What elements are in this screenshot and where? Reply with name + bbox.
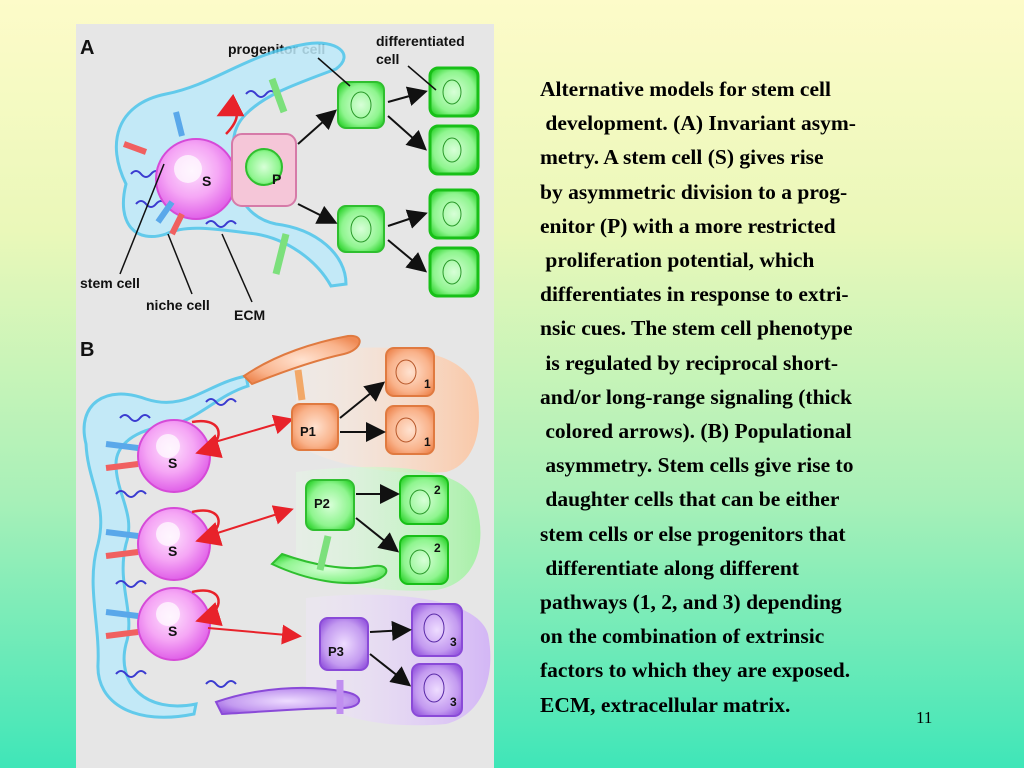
lineage-3-label: 3 xyxy=(450,695,457,709)
short-range-signals-b xyxy=(105,441,139,639)
wavy-signals-b xyxy=(115,398,237,688)
intermediate-cell xyxy=(337,81,385,129)
p3-label: P3 xyxy=(328,644,344,659)
blue-signal-arrow xyxy=(155,200,175,224)
caption-line: proliferation potential, which xyxy=(540,248,815,273)
green-signal-arrow xyxy=(268,77,288,114)
red-signal-arrow xyxy=(122,141,148,155)
caption-line: asymmetry. Stem cells give rise to xyxy=(540,453,854,478)
caption-line: and/or long-range signaling (thick xyxy=(540,384,853,409)
progenitor-p-label: P xyxy=(272,171,281,187)
wavy-signal xyxy=(245,90,277,98)
lineage-3-label: 3 xyxy=(450,635,457,649)
caption-line: by asymmetric division to a prog- xyxy=(540,179,848,204)
caption-line: colored arrows). (B) Populational xyxy=(540,419,852,444)
lineage-2-label: 2 xyxy=(434,541,441,555)
progenitor-p1 xyxy=(291,403,339,451)
red-curved-arrow xyxy=(216,93,245,135)
caption-line: stem cells or else progenitors that xyxy=(540,521,846,546)
caption-line: pathways (1, 2, and 3) depending xyxy=(540,590,842,615)
panel-a-label: A xyxy=(80,37,94,59)
green-signal-arrow xyxy=(316,535,332,571)
caption-line: on the combination of extrinsic xyxy=(540,624,825,649)
differentiated-cells-purple xyxy=(411,603,463,717)
wavy-signal xyxy=(205,220,237,228)
differentiated-cell-label-line2: cell xyxy=(376,51,399,67)
red-signal-arrow xyxy=(169,212,185,236)
lineage-1-label: 1 xyxy=(424,435,431,449)
figure-panel: A progenitor cell differentiated cell S … xyxy=(76,24,494,768)
lineage-1-label: 1 xyxy=(424,377,431,391)
caption-line: metry. A stem cell (S) gives rise xyxy=(540,145,824,170)
p2-label: P2 xyxy=(314,496,330,511)
self-renewal-arrows xyxy=(191,419,223,627)
caption-line: differentiate along different xyxy=(540,555,799,580)
leader-lines-a xyxy=(119,57,437,303)
stem-s3-label: S xyxy=(168,623,177,639)
lineage-2-label: 2 xyxy=(434,483,441,497)
ecm-label: ECM xyxy=(234,307,265,323)
caption-line: daughter cells that can be either xyxy=(540,487,840,512)
progenitor-p3 xyxy=(319,617,369,671)
cell-nucleus xyxy=(350,215,372,243)
caption-line: factors to which they are exposed. xyxy=(540,658,851,683)
stem-cell-label: stem cell xyxy=(80,275,140,291)
figure-caption: Alternative models for stem cell develop… xyxy=(540,72,980,722)
differentiated-cells-a xyxy=(428,66,480,298)
progenitor-nucleus xyxy=(245,148,283,186)
caption-line: development. (A) Invariant asym- xyxy=(540,111,856,136)
caption-line: nsic cues. The stem cell phenotype xyxy=(540,316,853,341)
stem-cells-b xyxy=(137,419,211,661)
panel-b-label: B xyxy=(80,339,94,361)
intermediate-cell xyxy=(337,205,385,253)
stem-cell-diagram: A progenitor cell differentiated cell S … xyxy=(80,33,491,726)
orange-signal-arrow xyxy=(294,369,306,401)
lineage-arrows-b xyxy=(339,381,412,687)
caption-line: differentiates in response to extri- xyxy=(540,282,849,307)
differentiated-cells-orange xyxy=(385,347,435,455)
purple-niche-cell xyxy=(214,686,360,716)
stem-cell-s-label: S xyxy=(202,173,211,189)
progenitor-p2 xyxy=(305,479,355,531)
blue-signal-arrow xyxy=(173,111,185,137)
niche-cell-label: niche cell xyxy=(146,297,210,313)
orange-niche-cell xyxy=(242,334,361,386)
caption-line: ECM, extracellular matrix. xyxy=(540,692,791,717)
stem-s2-label: S xyxy=(168,543,177,559)
wavy-signal xyxy=(135,200,167,208)
caption-line: enitor (P) with a more restricted xyxy=(540,213,836,238)
differentiated-cells-green xyxy=(399,475,449,585)
caption-line: Alternative models for stem cell xyxy=(540,77,831,101)
cell-nucleus xyxy=(350,91,372,119)
caption-line: is regulated by reciprocal short- xyxy=(540,350,838,375)
differentiated-cell-label-line1: differentiated xyxy=(376,33,465,49)
commitment-arrows xyxy=(207,414,302,645)
stem-s1-label: S xyxy=(168,455,177,471)
green-signal-arrow xyxy=(272,233,290,275)
slide-number: 11 xyxy=(916,708,933,727)
p1-label: P1 xyxy=(300,424,316,439)
lineage-arrows-a xyxy=(297,86,428,273)
nucleus xyxy=(174,155,202,183)
